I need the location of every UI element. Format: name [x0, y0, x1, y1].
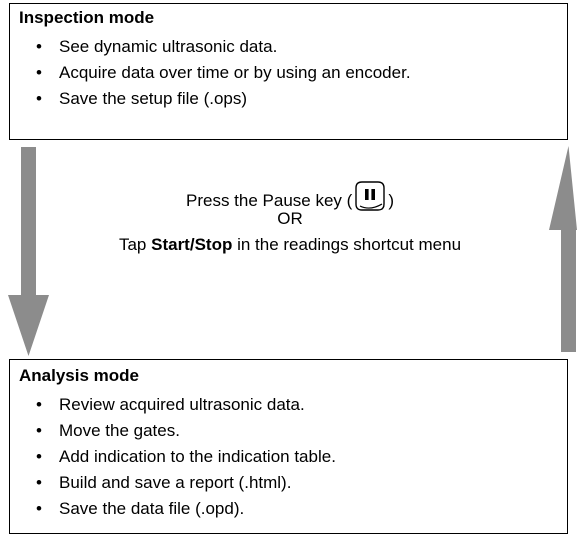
list-item: Add indication to the indication table. [36, 444, 336, 470]
analysis-mode-title: Analysis mode [19, 366, 139, 385]
list-item: See dynamic ultrasonic data. [36, 34, 411, 60]
tap-instruction-suffix: in the readings shortcut menu [232, 235, 462, 254]
pause-instruction-suffix: ) [388, 191, 394, 210]
pause-instruction-prefix: Press the Pause key ( [186, 191, 353, 210]
pause-instruction: Press the Pause key ( ) [60, 180, 520, 217]
list-item: Save the data file (.opd). [36, 496, 336, 522]
analysis-mode-list: Review acquired ultrasonic data. Move th… [36, 392, 336, 522]
list-item: Move the gates. [36, 418, 336, 444]
list-item: Acquire data over time or by using an en… [36, 60, 411, 86]
or-label: OR [277, 209, 303, 228]
start-stop-label: Start/Stop [151, 235, 233, 254]
inspection-mode-box: Inspection mode See dynamic ultrasonic d… [9, 3, 568, 140]
list-item: Save the setup file (.ops) [36, 86, 411, 112]
pause-key-icon [354, 180, 386, 217]
list-item: Build and save a report (.html). [36, 470, 336, 496]
inspection-mode-list: See dynamic ultrasonic data. Acquire dat… [36, 34, 411, 112]
tap-instruction-prefix: Tap [118, 235, 152, 254]
analysis-mode-box: Analysis mode Review acquired ultrasonic… [9, 359, 568, 534]
up-arrow-shape [549, 146, 577, 352]
inspection-mode-title: Inspection mode [19, 8, 155, 27]
tap-instruction: Tap Start/Stop in the readings shortcut … [60, 235, 520, 255]
down-arrow-shape [8, 147, 49, 356]
list-item: Review acquired ultrasonic data. [36, 392, 336, 418]
